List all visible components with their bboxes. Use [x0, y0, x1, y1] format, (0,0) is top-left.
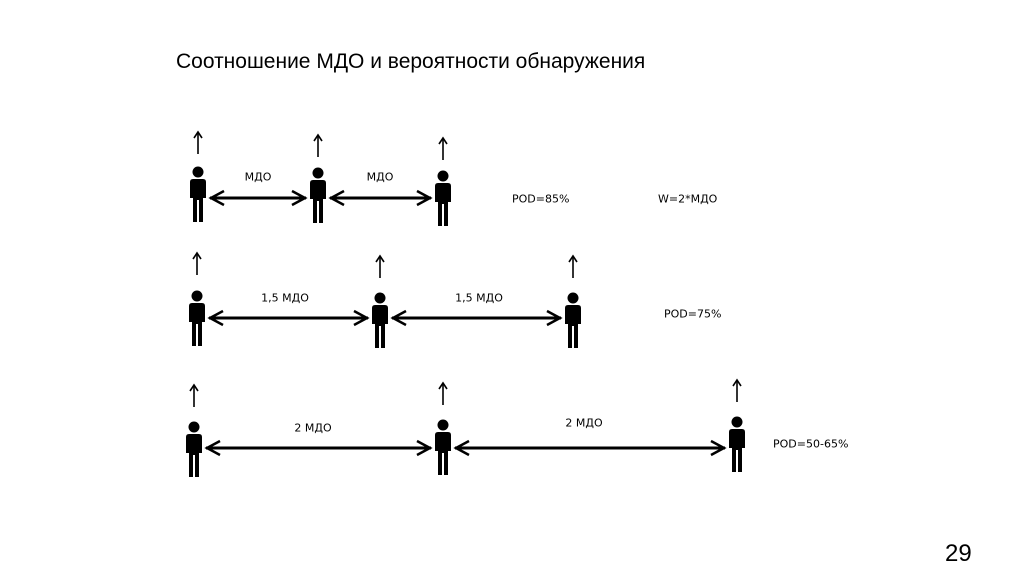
person-icon — [190, 166, 206, 222]
spacing-label: 1,5 МДО — [261, 291, 309, 305]
direction-arrow-icon — [192, 251, 202, 275]
spacing-label: 1,5 МДО — [455, 291, 503, 305]
direction-arrow-icon — [438, 136, 448, 160]
person-icon — [186, 421, 202, 477]
person-icon — [435, 419, 451, 475]
spacing-arrow — [204, 439, 433, 457]
direction-arrow-icon — [568, 254, 578, 278]
slide-title: Соотношение МДО и вероятности обнаружени… — [176, 50, 646, 73]
spacing-arrow — [390, 309, 563, 327]
direction-arrow-icon — [189, 383, 199, 407]
person-icon — [372, 292, 388, 348]
spacing-label: 2 МДО — [294, 421, 332, 435]
spacing-label: МДО — [244, 170, 272, 184]
direction-arrow-icon — [438, 381, 448, 405]
direction-arrow-icon — [193, 130, 203, 154]
pod-label: POD=85% — [512, 192, 570, 206]
page-number: 29 — [945, 540, 972, 567]
spacing-arrow — [208, 189, 308, 207]
direction-arrow-icon — [313, 133, 323, 157]
spacing-label: МДО — [366, 170, 394, 184]
person-icon — [310, 167, 326, 223]
pod-label: POD=50-65% — [773, 437, 849, 451]
person-icon — [189, 290, 205, 346]
spacing-arrow — [328, 189, 433, 207]
width-note: W=2*МДО — [658, 192, 718, 206]
spacing-arrow — [207, 309, 370, 327]
person-icon — [565, 292, 581, 348]
pod-label: POD=75% — [664, 307, 722, 321]
direction-arrow-icon — [375, 254, 385, 278]
spacing-label: 2 МДО — [565, 416, 603, 430]
person-icon — [729, 416, 745, 472]
direction-arrow-icon — [732, 378, 742, 402]
spacing-arrow — [453, 439, 727, 457]
person-icon — [435, 170, 451, 226]
